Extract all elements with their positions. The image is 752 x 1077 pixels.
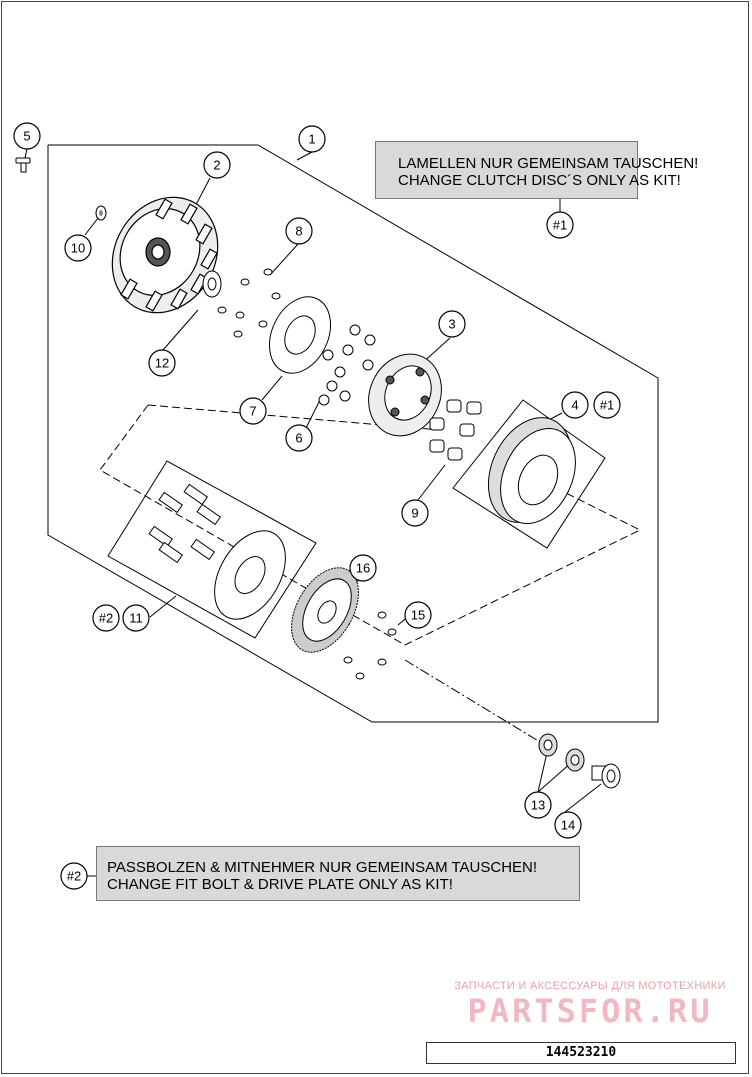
callout-11: 11 xyxy=(122,604,150,632)
note2-line1: PASSBOLZEN & MITNEHMER NUR GEMEINSAM TAU… xyxy=(107,859,538,876)
note2-line2: CHANGE FIT BOLT & DRIVE PLATE ONLY AS KI… xyxy=(107,876,453,893)
drive-plate-kit-box xyxy=(107,460,317,639)
svg-text:6: 6 xyxy=(295,431,302,446)
bushings-13 xyxy=(538,733,585,772)
kit-marker-1-note: #1 xyxy=(546,199,574,239)
callout-16: 16 xyxy=(349,554,377,582)
svg-text:7: 7 xyxy=(249,404,256,419)
kit-note-clutch-discs: LAMELLEN NUR GEMEINSAM TAUSCHEN! CHANGE … xyxy=(375,141,699,199)
callout-6: 6 xyxy=(285,424,313,452)
callout-8: 8 xyxy=(285,217,313,245)
svg-text:1: 1 xyxy=(308,132,315,147)
clutch-disc-kit-box xyxy=(452,399,606,549)
kit-note-fit-bolt: PASSBOLZEN & MITNEHMER NUR GEMEINSAM TAU… xyxy=(96,846,580,901)
svg-text:#1: #1 xyxy=(553,218,567,233)
svg-text:#2: #2 xyxy=(99,611,113,626)
svg-text:10: 10 xyxy=(71,241,85,256)
svg-text:8: 8 xyxy=(295,224,302,239)
svg-text:13: 13 xyxy=(531,798,545,813)
callout-4: 4 xyxy=(561,391,589,419)
clutch-hub-3 xyxy=(368,353,442,437)
rollers-6 xyxy=(318,324,376,406)
svg-text:#2: #2 xyxy=(67,869,81,884)
note1-line2: CHANGE CLUTCH DISC´S ONLY AS KIT! xyxy=(398,172,681,189)
kit-marker-1-part: #1 xyxy=(593,391,621,419)
svg-text:16: 16 xyxy=(356,561,370,576)
note1-line1: LAMELLEN NUR GEMEINSAM TAUSCHEN! xyxy=(398,155,699,172)
svg-text:15: 15 xyxy=(411,608,425,623)
screws-8 xyxy=(217,268,281,338)
clutch-discs-4 xyxy=(487,417,576,525)
svg-text:4: 4 xyxy=(571,398,578,413)
callout-12: 12 xyxy=(148,349,176,377)
clutch-basket xyxy=(111,196,219,314)
svg-text:#1: #1 xyxy=(600,398,614,413)
callout-5: 5 xyxy=(13,122,41,150)
springs-9 xyxy=(429,399,482,461)
kit-marker-2-note: #2 xyxy=(60,862,96,890)
svg-text:14: 14 xyxy=(561,818,575,833)
assembly-outline xyxy=(47,144,659,723)
fit-bolts-11 xyxy=(148,483,222,564)
callout-15: 15 xyxy=(404,601,432,629)
svg-text:5: 5 xyxy=(23,129,30,144)
bolt-5 xyxy=(15,157,31,173)
callout-9: 9 xyxy=(401,499,429,527)
callout-10: 10 xyxy=(64,234,92,262)
svg-text:12: 12 xyxy=(155,356,169,371)
screws-15 xyxy=(343,611,397,680)
sleeve-14 xyxy=(591,763,621,789)
callout-7: 7 xyxy=(239,397,267,425)
callout-13: 13 xyxy=(524,791,552,819)
callout-2: 2 xyxy=(203,151,231,179)
document-number: 144523210 xyxy=(426,1042,736,1064)
svg-text:2: 2 xyxy=(213,158,220,173)
dashed-outline xyxy=(99,404,642,646)
svg-text:9: 9 xyxy=(411,506,418,521)
watermark: ЗАПЧАСТИ И АКСЕССУАРЫ ДЛЯ МОТОТЕХНИКИ PA… xyxy=(440,980,740,1028)
kit-marker-2-part: #2 xyxy=(92,604,120,632)
plate-7 xyxy=(269,296,331,374)
callout-14: 14 xyxy=(554,811,582,839)
svg-text:3: 3 xyxy=(448,317,455,332)
watermark-logo: PARTSFOR.RU xyxy=(467,992,713,1030)
svg-text:11: 11 xyxy=(129,611,143,626)
watermark-tagline: ЗАПЧАСТИ И АКСЕССУАРЫ ДЛЯ МОТОТЕХНИКИ xyxy=(454,980,726,992)
callout-1: 1 xyxy=(298,125,326,153)
gear-16 xyxy=(291,567,359,653)
callout-3: 3 xyxy=(438,310,466,338)
drive-plate-11 xyxy=(214,530,286,620)
